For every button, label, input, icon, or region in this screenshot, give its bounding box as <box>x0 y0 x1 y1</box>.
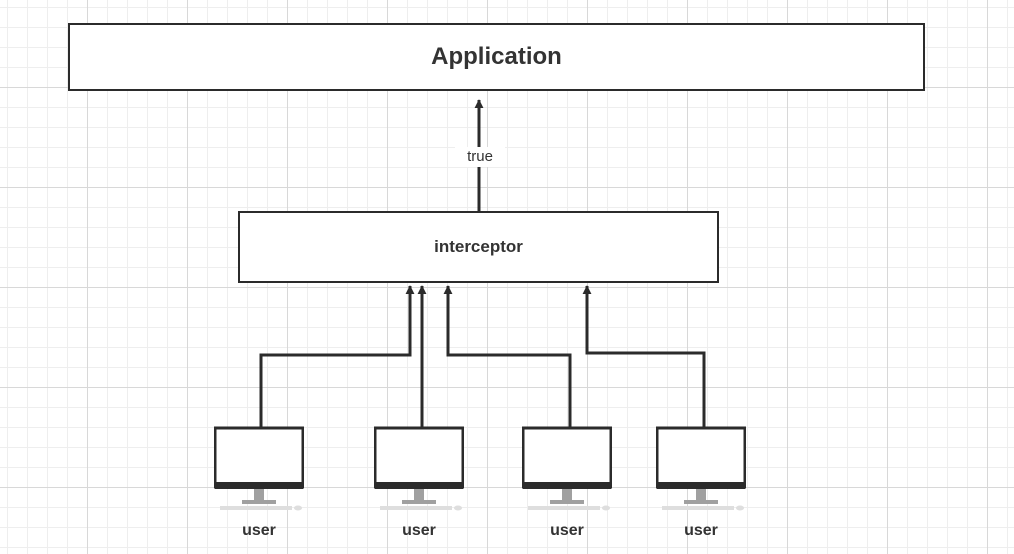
user-label: user <box>684 522 718 539</box>
application-label: Application <box>431 43 562 70</box>
application-box[interactable]: Application <box>68 23 925 91</box>
edge-user-4-to-interceptor <box>582 285 706 428</box>
edge-user-1-to-interceptor <box>259 285 415 428</box>
user-node-2[interactable]: user <box>374 426 464 546</box>
user-label: user <box>550 522 584 539</box>
user-label: user <box>242 522 276 539</box>
interceptor-label: interceptor <box>434 237 523 256</box>
user-label: user <box>402 522 436 539</box>
user-node-1[interactable]: user <box>214 426 304 546</box>
user-node-4[interactable]: user <box>656 426 746 546</box>
edge-label-true: true <box>455 147 505 167</box>
desktop-monitor-icon <box>522 426 612 511</box>
interceptor-box[interactable]: interceptor <box>238 211 719 283</box>
edge-user-3-to-interceptor <box>443 285 572 428</box>
desktop-monitor-icon <box>214 426 304 511</box>
desktop-monitor-icon <box>656 426 746 511</box>
desktop-monitor-icon <box>374 426 464 511</box>
user-node-3[interactable]: user <box>522 426 612 546</box>
